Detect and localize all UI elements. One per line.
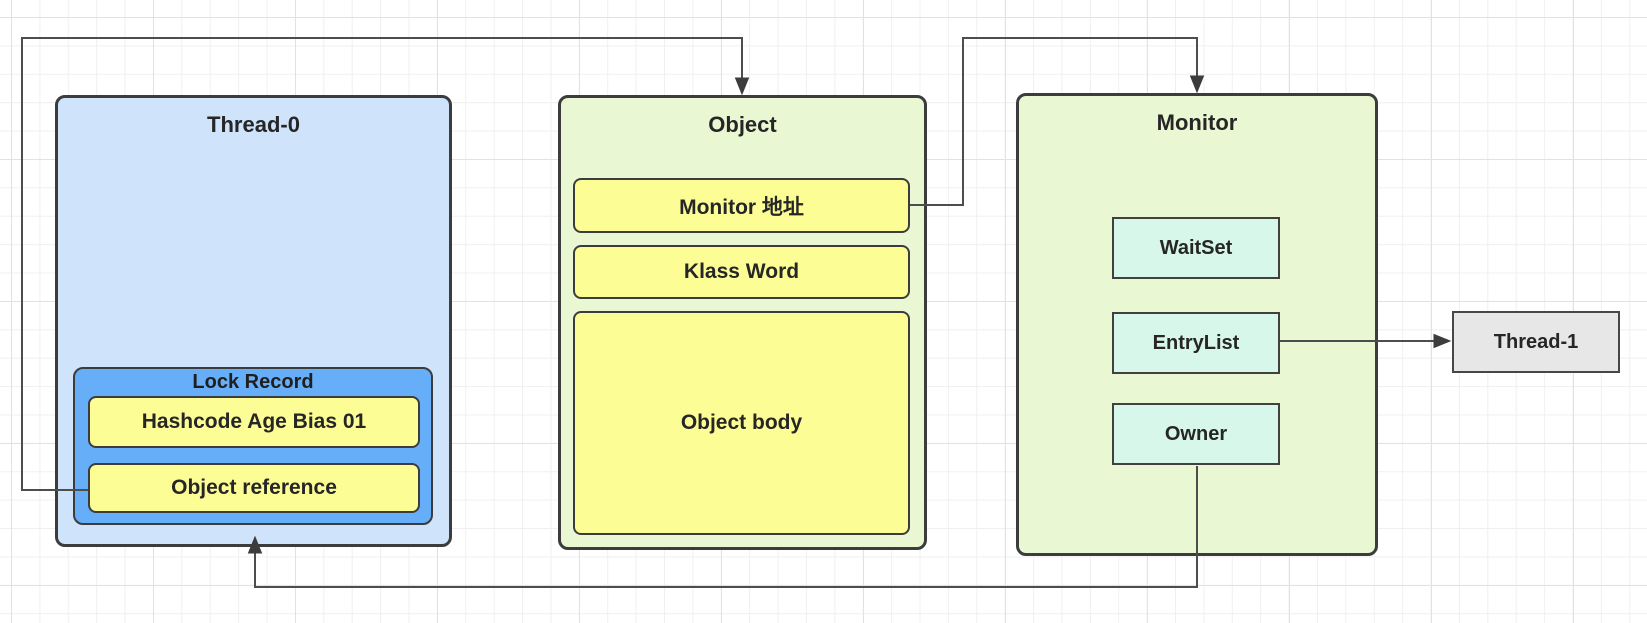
arrowhead-down-monitor: [1189, 75, 1205, 94]
arrowhead-down-object: [734, 77, 750, 96]
object-row-klass-word: Klass Word: [573, 245, 910, 299]
monitor-item-waitset: WaitSet: [1112, 217, 1280, 279]
thread1-node: Thread-1: [1452, 311, 1620, 373]
object-title: Object: [708, 112, 777, 137]
object-node: Object Monitor 地址 Klass Word Object body: [558, 95, 927, 550]
object-row-monitor-address: Monitor 地址: [573, 178, 910, 233]
monitor-item-owner: Owner: [1112, 403, 1280, 465]
object-row-object-body: Object body: [573, 311, 910, 535]
lock-record-row-object-reference: Object reference: [88, 463, 420, 513]
monitor-title: Monitor: [1156, 110, 1238, 135]
arrowhead-right-thread1: [1433, 333, 1452, 349]
lock-record-node: Lock Record Hashcode Age Bias 01 Object …: [73, 367, 433, 525]
monitor-item-entrylist: EntryList: [1112, 312, 1280, 374]
lock-record-row-hashcode: Hashcode Age Bias 01: [88, 396, 420, 448]
thread0-title: Thread-0: [207, 112, 300, 137]
monitor-node: Monitor WaitSet EntryList Owner: [1016, 93, 1378, 556]
thread0-node: Thread-0 Lock Record Hashcode Age Bias 0…: [55, 95, 452, 547]
lock-record-title: Lock Record: [192, 371, 314, 393]
